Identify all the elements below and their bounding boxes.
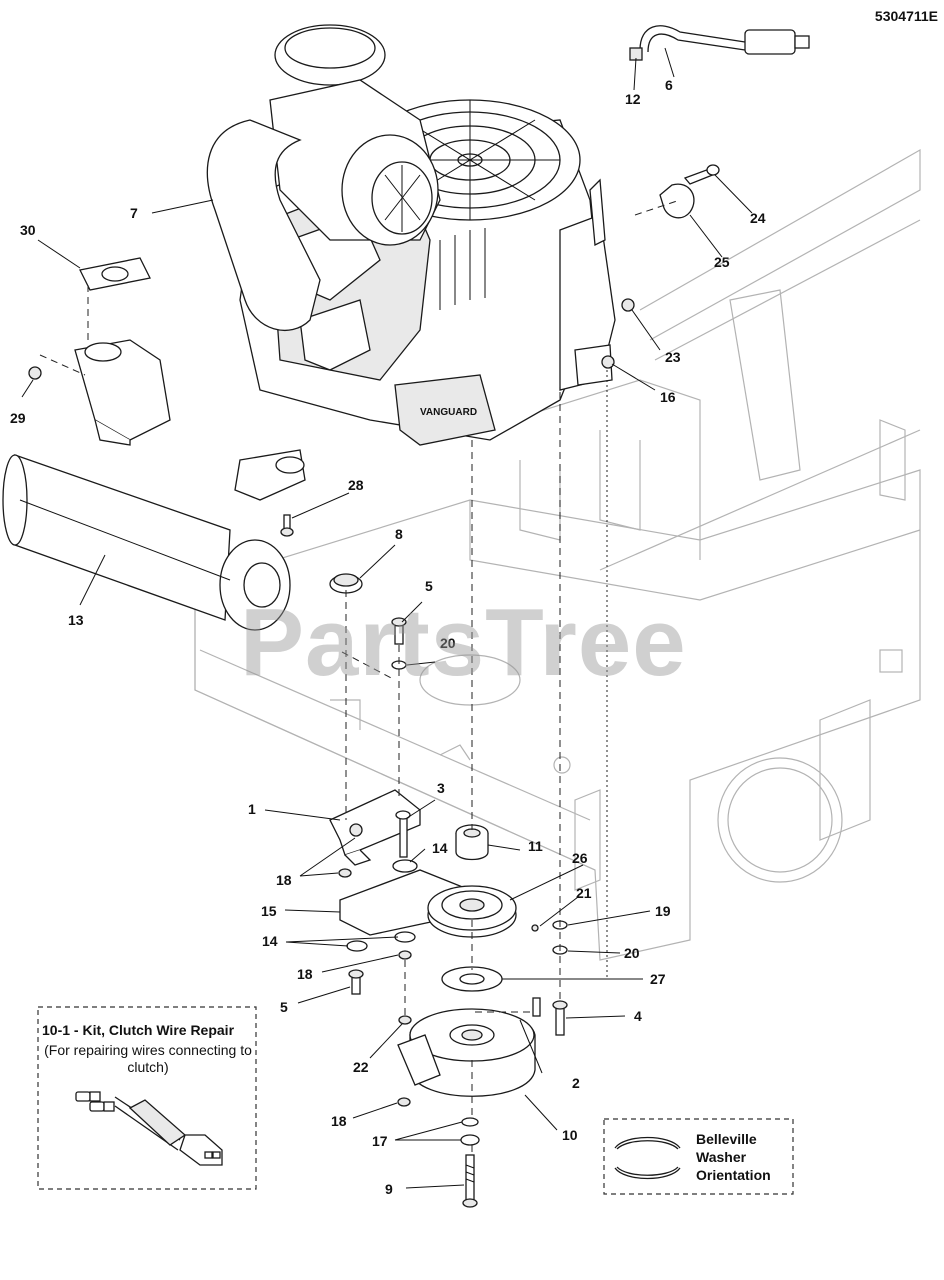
- callout-leader-lines: [21, 47, 753, 1189]
- callout-1: 1: [248, 801, 256, 817]
- callout-15: 15: [261, 903, 277, 919]
- callout-29: 29: [10, 410, 26, 426]
- callout-22: 22: [353, 1059, 369, 1075]
- exhaust-assembly: [2, 257, 306, 631]
- callout-18-mid: 18: [297, 966, 313, 982]
- diagram-reference-code: 5304711E: [874, 8, 938, 24]
- callout-20-lower: 20: [624, 945, 640, 961]
- fuel-line-assembly: [629, 25, 810, 61]
- kit-title: 10-1 - Kit, Clutch Wire Repair: [42, 1022, 235, 1038]
- callout-19: 19: [655, 903, 671, 919]
- callout-21: 21: [576, 885, 592, 901]
- callout-6: 6: [665, 77, 673, 93]
- kit-clutch-wire-repair-box: [37, 1006, 257, 1190]
- callout-10: 10: [562, 1127, 578, 1143]
- callout-5-lower: 5: [280, 999, 288, 1015]
- callout-20-upper: 20: [440, 635, 456, 651]
- callout-11: 11: [528, 838, 543, 854]
- callout-18-upper: 18: [276, 872, 292, 888]
- wire-repair-kit-illustration: [75, 1091, 223, 1166]
- callout-16: 16: [660, 389, 676, 405]
- engine-hardware: [28, 164, 720, 670]
- callout-25: 25: [714, 254, 730, 270]
- callout-9: 9: [385, 1181, 393, 1197]
- engine: VANGUARD: [206, 24, 616, 446]
- callout-28: 28: [348, 477, 364, 493]
- callout-numbers: 1 2 3 4 5 5 6 7 8 9 10 11 12 13 14 14 15…: [10, 77, 766, 1197]
- callout-12: 12: [625, 91, 641, 107]
- callout-30: 30: [20, 222, 36, 238]
- svg-text:VANGUARD: VANGUARD: [420, 407, 477, 418]
- callout-3: 3: [437, 780, 445, 796]
- callout-8: 8: [395, 526, 403, 542]
- belleville-legend-text: Belleville Washer Orientation: [696, 1131, 771, 1183]
- callout-5-upper: 5: [425, 578, 433, 594]
- callout-13: 13: [68, 612, 84, 628]
- callout-23: 23: [665, 349, 681, 365]
- callout-14-top: 14: [432, 840, 448, 856]
- assembly-centerlines: [39, 199, 681, 1155]
- callout-27: 27: [650, 971, 666, 987]
- callout-2: 2: [572, 1075, 580, 1091]
- callout-18-lower: 18: [331, 1113, 347, 1129]
- callout-26: 26: [572, 850, 588, 866]
- kit-description: (For repairing wires connecting to clutc…: [44, 1042, 252, 1075]
- callout-17: 17: [372, 1133, 388, 1149]
- callout-24: 24: [750, 210, 766, 226]
- callout-14-mid: 14: [262, 933, 278, 949]
- callout-4: 4: [634, 1008, 642, 1024]
- callout-7: 7: [130, 205, 138, 221]
- mower-frame: [194, 148, 921, 961]
- belleville-legend-box: [603, 1118, 794, 1195]
